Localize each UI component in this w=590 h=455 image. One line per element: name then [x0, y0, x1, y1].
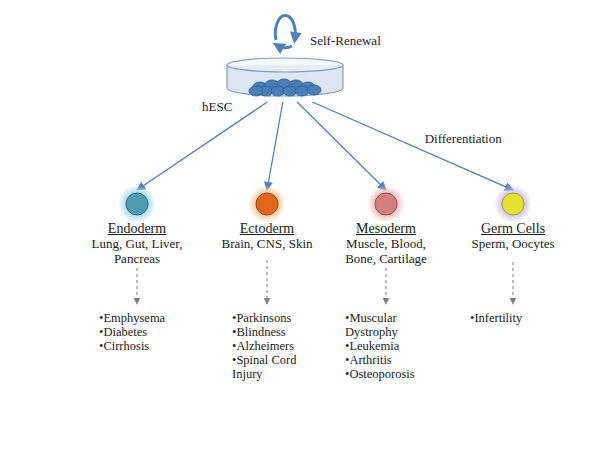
circle-glow: [248, 185, 286, 223]
dashed-arrow: [137, 268, 138, 304]
petri-dish: hESC: [226, 56, 344, 100]
edge-label: Differentiation: [425, 132, 502, 146]
circle-core: [375, 193, 397, 215]
circle-glow: [367, 185, 405, 223]
germ-layer-node: EndodermLung, Gut, Liver, Pancreas: [81, 184, 193, 266]
disease-item: •Alzheimers: [232, 339, 322, 353]
layer-organs: Sperm, Oocytes: [458, 236, 568, 251]
self-renewal-loop: [275, 15, 295, 40]
layer-organs: Lung, Gut, Liver, Pancreas: [87, 236, 187, 266]
differentiation-arrow: [312, 102, 513, 190]
disease-item: •Muscular Dystrophy: [345, 311, 415, 339]
differentiation-arrow: [267, 102, 283, 190]
process-label: Self-Renewal: [310, 34, 390, 48]
stem-cell: [249, 86, 263, 96]
circle-core: [502, 193, 524, 215]
circle-core: [256, 193, 278, 215]
self-renewal-loop: [278, 46, 292, 48]
dashed-arrow: [386, 268, 387, 304]
differentiation-arrow: [137, 102, 267, 190]
disease-item: •Leukemia: [345, 339, 435, 353]
disease-item: •Infertility: [470, 311, 560, 325]
circle-glow: [494, 185, 532, 223]
dashed-arrow: [513, 262, 514, 304]
cell-label: hESC: [202, 99, 232, 115]
layer-circle: [366, 184, 406, 224]
layer-circle: [117, 184, 157, 224]
layer-title: Germ Cells: [457, 221, 569, 236]
layer-title: Mesoderm: [330, 221, 442, 236]
disease-item: •Parkinsons: [232, 311, 322, 325]
dashed-arrow: [267, 260, 268, 304]
disease-item: •Blindness: [232, 325, 322, 339]
circle-glow: [118, 185, 156, 223]
circle-core: [126, 193, 148, 215]
disease-item: •Spinal Cord Injury: [232, 353, 310, 381]
layer-organs: Brain, CNS, Skin: [210, 236, 325, 251]
disease-item: •Osteoporosis: [345, 367, 435, 381]
layer-title: Endoderm: [81, 221, 193, 236]
dish-rim: [227, 58, 343, 72]
dish-shape: [226, 56, 344, 100]
germ-layer-node: Germ CellsSperm, Oocytes: [457, 184, 569, 251]
disease-item: •Diabetes: [99, 325, 189, 339]
layer-circle: [493, 184, 533, 224]
germ-layer-node: MesodermMuscle, Blood, Bone, Cartilage: [330, 184, 442, 266]
layer-organs: Muscle, Blood, Bone, Cartilage: [338, 236, 434, 266]
layer-circle: [247, 184, 287, 224]
layer-title: Ectoderm: [207, 221, 327, 236]
germ-layer-node: EctodermBrain, CNS, Skin: [207, 184, 327, 251]
disease-item: •Cirrhosis: [99, 339, 189, 353]
disease-item: •Emphysema: [99, 311, 189, 325]
stem-cell: [307, 85, 321, 95]
disease-item: •Arthritis: [345, 353, 435, 367]
